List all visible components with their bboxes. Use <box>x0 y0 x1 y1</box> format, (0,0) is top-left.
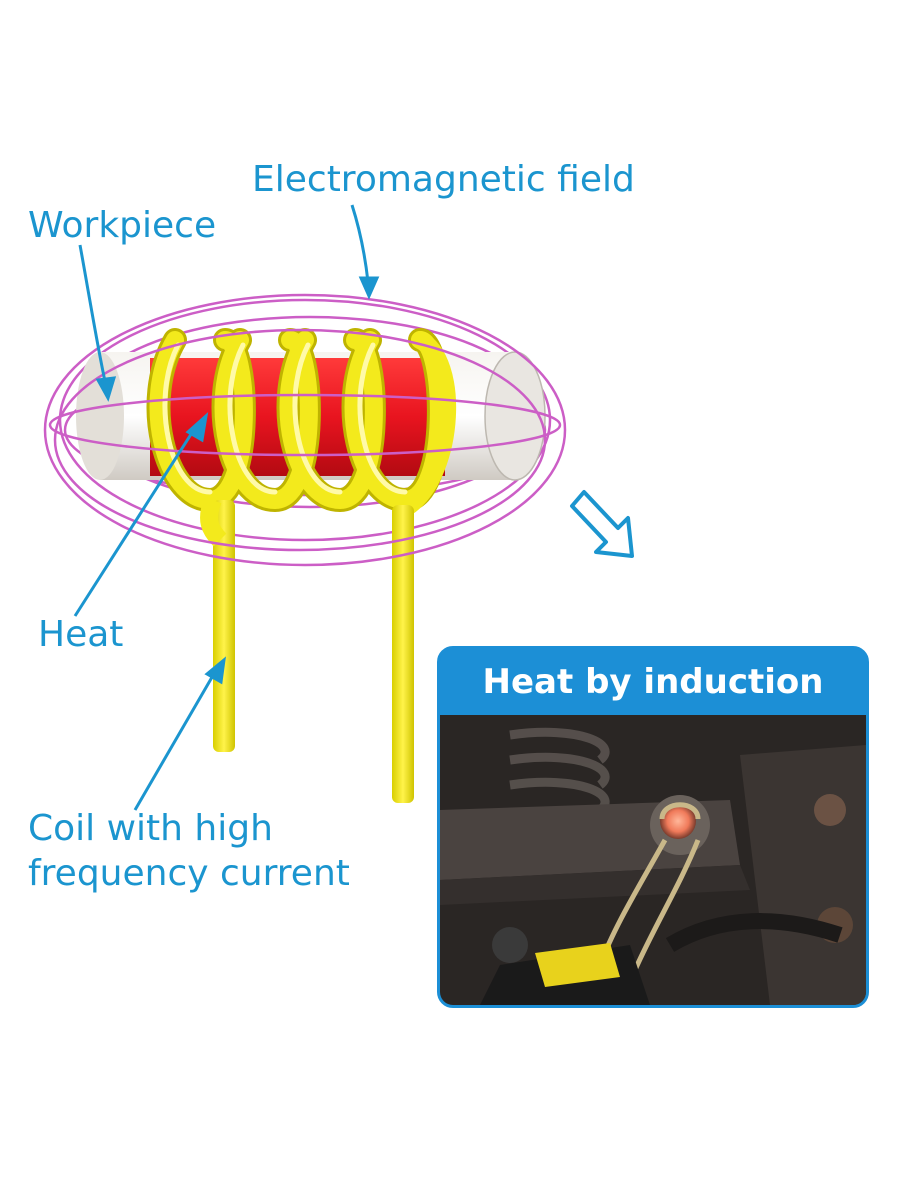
direction-arrow-icon <box>570 490 634 558</box>
coil-arrow <box>133 671 217 811</box>
coil-label-line1: Coil with high <box>28 808 273 849</box>
coil-leads <box>200 496 414 803</box>
heat-label: Heat <box>38 614 124 655</box>
induction-photo-panel: Heat by induction <box>437 646 869 1008</box>
field-arrow <box>350 204 370 283</box>
heat-arrow <box>73 427 197 617</box>
induction-coil <box>146 328 457 514</box>
callout-arrows <box>73 204 380 811</box>
electromagnetic-field-label: Electromagnetic field <box>252 159 635 200</box>
panel-title: Heat by induction <box>440 649 866 715</box>
field-lines-front <box>43 293 567 567</box>
workpiece-arrow <box>78 244 108 387</box>
coil-label: Coil with high frequency current <box>28 806 350 896</box>
coil-label-line2: frequency current <box>28 853 350 894</box>
induction-photo <box>440 715 866 1005</box>
heated-bolt <box>660 803 696 839</box>
workpiece-label: Workpiece <box>28 205 217 246</box>
